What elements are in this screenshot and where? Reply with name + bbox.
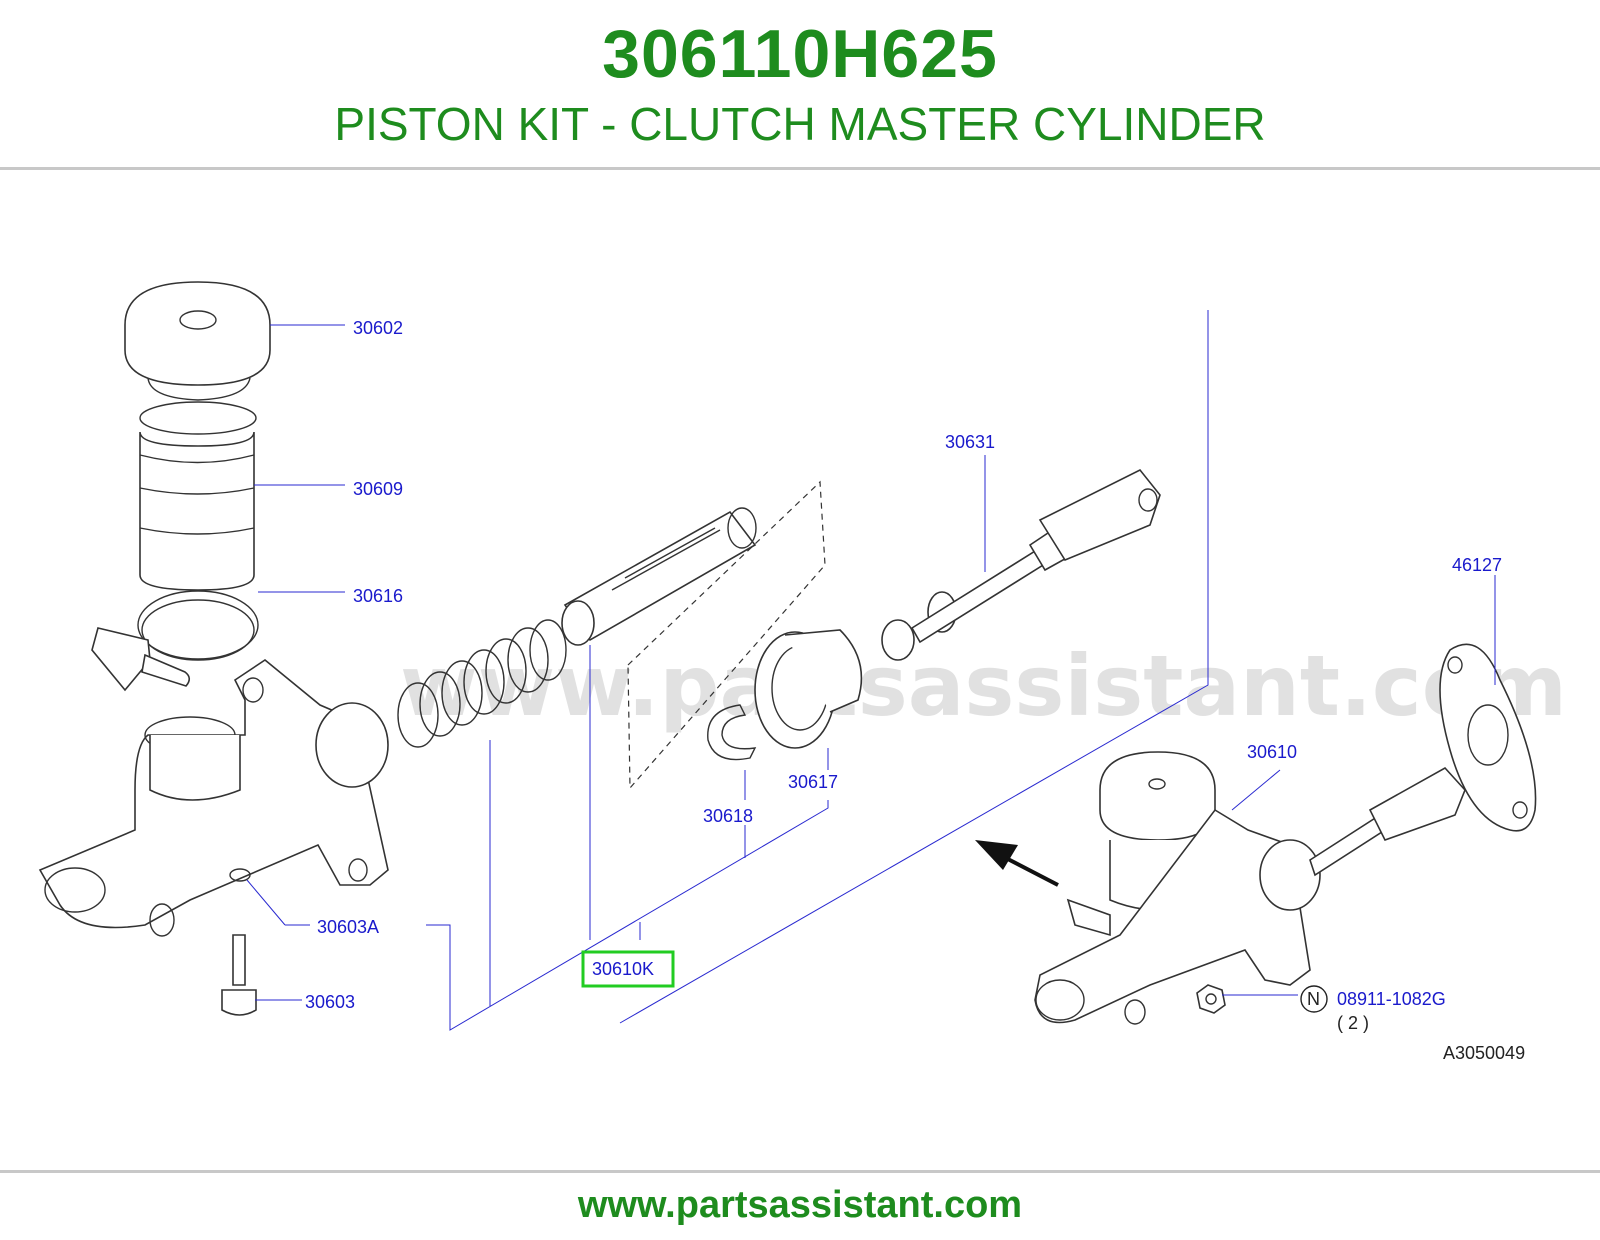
snap-ring-part	[707, 704, 757, 761]
part-number-title: 306110H625	[602, 16, 998, 92]
bolt-part	[221, 934, 257, 1016]
push-rod-part	[881, 468, 1161, 661]
quantity-note: ( 2 )	[1337, 1013, 1369, 1033]
footer-url[interactable]: www.partsassistant.com	[577, 1184, 1023, 1226]
assembly-direction-arrow	[975, 840, 1059, 887]
label-30616[interactable]: 30616	[353, 586, 403, 606]
header-divider	[0, 167, 1600, 170]
label-30631[interactable]: 30631	[945, 432, 995, 452]
label-46127[interactable]: 46127	[1452, 555, 1502, 575]
label-30602[interactable]: 30602	[353, 318, 403, 338]
reservoir-part	[139, 401, 257, 591]
master-cylinder-body	[38, 659, 389, 937]
reservoir-cap-part	[124, 281, 271, 401]
kit-outline	[627, 480, 826, 790]
washer-part	[229, 868, 251, 882]
label-30618[interactable]: 30618	[703, 806, 753, 826]
label-30603[interactable]: 30603	[305, 992, 355, 1012]
band-clamp-part	[91, 590, 259, 692]
page-header: 306110H625 PISTON KIT - CLUTCH MASTER CY…	[0, 0, 1600, 170]
reference-code: A3050049	[1443, 1043, 1525, 1063]
footer-divider	[0, 1170, 1600, 1173]
return-spring-part	[397, 619, 567, 748]
qty-marker-letter: N	[1307, 989, 1320, 1009]
label-30617[interactable]: 30617	[788, 772, 838, 792]
part-description: PISTON KIT - CLUTCH MASTER CYLINDER	[334, 98, 1266, 150]
label-30610[interactable]: 30610	[1247, 742, 1297, 762]
highlight-box	[581, 950, 675, 988]
piston-part	[561, 507, 757, 646]
assembled-cylinder-part	[1034, 751, 1466, 1025]
label-30603A[interactable]: 30603A	[317, 917, 379, 937]
qty-marker-circle	[1300, 985, 1328, 1013]
dust-boot-part	[754, 629, 863, 749]
watermark-text: www.partsassistant.com	[400, 637, 1567, 735]
nut-part	[1196, 984, 1226, 1014]
label-30610K[interactable]: 30610K	[592, 959, 654, 979]
gasket-part	[1439, 643, 1537, 832]
label-08911-1082G[interactable]: 08911-1082G	[1337, 989, 1446, 1009]
leader-lines	[246, 310, 1496, 1031]
label-30609[interactable]: 30609	[353, 479, 403, 499]
